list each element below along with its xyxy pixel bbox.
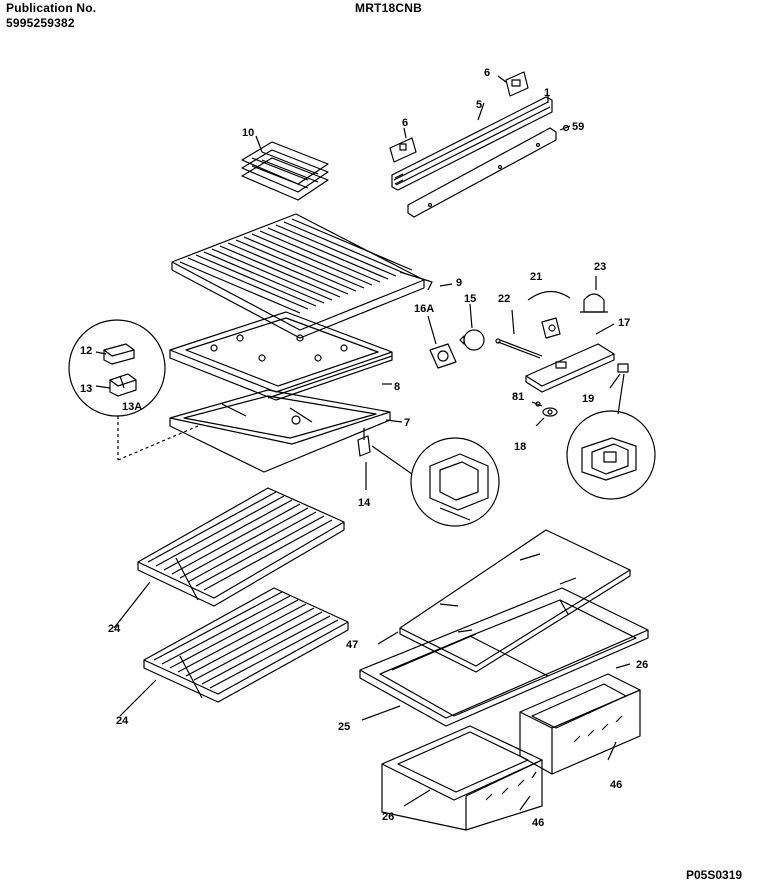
publication-label: Publication No. xyxy=(6,1,97,15)
callout-6-lower: 6 xyxy=(402,117,408,129)
clip-left-parts xyxy=(394,173,404,185)
callout-21: 21 xyxy=(530,271,542,283)
screw-59 xyxy=(559,124,571,132)
socket-16A xyxy=(427,315,457,369)
crisper-frame-25 xyxy=(359,587,649,727)
callout-15: 15 xyxy=(464,293,476,305)
wire-shelf-24-lower xyxy=(119,587,349,717)
callout-16A: 16A xyxy=(414,303,434,315)
publication-number: 5995259382 xyxy=(6,16,75,30)
crisper-drawer-left xyxy=(381,725,543,831)
detail-circle-19 xyxy=(566,410,656,500)
screw-81 xyxy=(531,401,543,407)
thermostat-23 xyxy=(580,276,608,313)
callout-8: 8 xyxy=(394,381,400,393)
crisper-drawer-right xyxy=(519,663,641,775)
figure-code: P05S0319 xyxy=(686,868,743,882)
callout-24-upper: 24 xyxy=(108,623,121,635)
callout-9: 9 xyxy=(456,277,462,289)
callout-17: 17 xyxy=(618,317,630,329)
glass-cover-47 xyxy=(377,529,631,673)
bracket-6-lower xyxy=(389,127,417,163)
callout-7: 7 xyxy=(404,417,410,429)
callout-24-lower: 24 xyxy=(116,715,129,727)
bracket-6-upper xyxy=(497,71,529,97)
trim-strip-1 xyxy=(407,127,557,218)
bulb-15 xyxy=(459,303,485,351)
callout-25: 25 xyxy=(338,721,350,733)
detail-circle-14 xyxy=(410,437,500,527)
callout-59: 59 xyxy=(572,121,584,133)
shelf-9 xyxy=(171,213,433,339)
callout-13A: 13A xyxy=(122,401,142,413)
callout-labels: 6 5 1 59 6 10 9 21 23 22 15 16A 17 12 13… xyxy=(80,67,648,829)
callout-26-right: 26 xyxy=(636,659,648,671)
callout-13: 13 xyxy=(80,383,92,395)
callout-1: 1 xyxy=(544,87,550,99)
egg-tray-10 xyxy=(241,135,329,201)
trim-strip-5 xyxy=(391,96,553,191)
part-14 xyxy=(357,428,413,490)
detail-circle-12-13 xyxy=(68,319,199,461)
rod-22 xyxy=(495,309,543,359)
switch-21 xyxy=(527,290,571,339)
cover-7 xyxy=(169,389,391,473)
callout-19: 19 xyxy=(582,393,594,405)
model-number: MRT18CNB xyxy=(355,1,422,15)
frame-8 xyxy=(169,311,393,401)
callout-22: 22 xyxy=(498,293,510,305)
light-housing-17 xyxy=(525,323,615,393)
leader-lines xyxy=(382,96,549,423)
switch-19 xyxy=(609,363,629,415)
callout-46-right: 46 xyxy=(610,779,622,791)
callout-46-left: 46 xyxy=(532,817,544,829)
callout-18: 18 xyxy=(514,441,526,453)
callout-5: 5 xyxy=(476,99,482,111)
callout-47: 47 xyxy=(346,639,358,651)
wire-shelf-24-upper xyxy=(113,487,345,629)
knob-18 xyxy=(535,407,558,427)
callout-6-upper: 6 xyxy=(484,67,490,79)
callout-23: 23 xyxy=(594,261,606,273)
callout-14: 14 xyxy=(358,497,371,509)
callout-12: 12 xyxy=(80,345,92,357)
callout-10: 10 xyxy=(242,127,254,139)
callout-26-left: 26 xyxy=(382,811,394,823)
callout-81: 81 xyxy=(512,391,524,403)
